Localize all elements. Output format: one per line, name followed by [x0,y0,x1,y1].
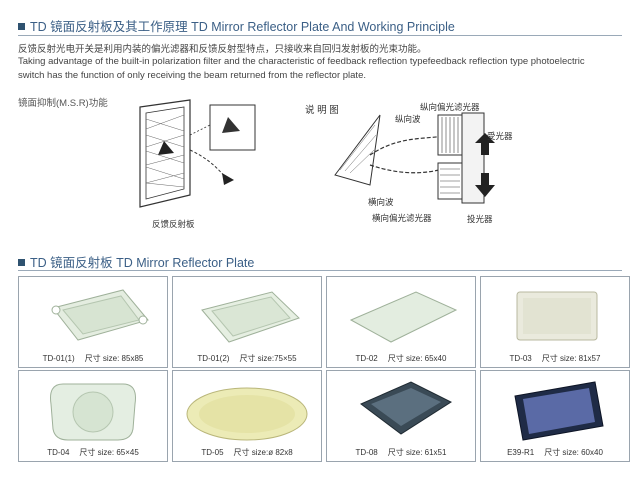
section-divider [18,270,622,271]
product-photo-td-04 [50,383,136,441]
right-diagram-title: 说 明 图 [305,105,339,116]
product-card-td-01-2: TD-01(2) 尺寸 size:75×55 [172,276,322,368]
model: TD-03 [509,354,532,363]
model: TD-01(1) [42,354,75,363]
label-vertical-filter: 纵向偏光滤光器 [420,102,480,112]
intro-english-line1: Taking advantage of the built-in polariz… [18,56,585,67]
product-card-td-03: TD-03 尺寸 size: 81x57 [480,276,630,368]
product-photo-td-01-1 [51,289,149,341]
product-photo-td-02 [349,291,458,343]
label-horizontal-filter: 横向偏光滤光器 [372,213,432,223]
product-card-td-04: TD-04 尺寸 size: 65×45 [18,370,168,462]
product-photo-td-05 [186,387,308,441]
model: TD-01(2) [197,354,230,363]
model: TD-04 [47,448,70,457]
section-title: TD 镜面反射板 TD Mirror Reflector Plate [18,252,254,271]
size: 尺寸 size: 65×45 [79,448,139,457]
model: TD-02 [355,354,378,363]
product-photo-td-03 [516,291,598,341]
left-diagram-caption: 反馈反射板 [152,219,195,229]
section-title-text: TD 镜面反射板 TD Mirror Reflector Plate [30,256,255,270]
model: TD-05 [201,448,224,457]
size: 尺寸 size:ø 82x8 [233,448,293,457]
label-vertical-wave: 纵向波 [395,114,421,124]
size: 尺寸 size: 61x51 [387,448,447,457]
product-photo-td-08 [360,381,453,435]
size: 尺寸 size:75×55 [239,354,297,363]
reflector-plate-illustration [139,99,256,208]
page-title-text: TD 镜面反射板及其工作原理 TD Mirror Reflector Plate… [30,20,455,34]
page-title: TD 镜面反射板及其工作原理 TD Mirror Reflector Plate… [18,16,455,35]
model: TD-08 [355,448,378,457]
label-horizontal-wave: 横向波 [368,197,394,207]
product-card-td-01-1: TD-01(1) 尺寸 size: 85x85 [18,276,168,368]
size: 尺寸 size: 81x57 [541,354,601,363]
working-principle-illustration [334,112,495,204]
product-photo-td-01-2 [201,291,300,343]
msr-label: 镜面抑制(M.S.R)功能 [18,98,108,109]
intro-english-line2: switch has the function of only receivin… [18,70,366,81]
product-card-td-05: TD-05 尺寸 size:ø 82x8 [172,370,322,462]
product-card-td-08: TD-08 尺寸 size: 61x51 [326,370,476,462]
product-photo-e39-r1 [514,381,604,441]
intro-chinese: 反馈反射光电开关是利用内装的偏光滤器和反馈反射型特点，只接收来自回归发射板的光束… [18,44,427,55]
bullet-square-icon [18,23,25,30]
size: 尺寸 size: 60x40 [544,448,603,457]
bullet-square-icon [18,259,25,266]
title-divider [18,35,622,36]
label-emitter: 投光器 [467,214,493,224]
product-card-e39-r1: E39-R1 尺寸 size: 60x40 [480,370,630,462]
product-card-td-02: TD-02 尺寸 size: 65x40 [326,276,476,368]
size: 尺寸 size: 85x85 [84,354,144,363]
size: 尺寸 size: 65x40 [387,354,447,363]
label-receiver: 受光器 [487,131,513,141]
model: E39-R1 [507,448,535,457]
